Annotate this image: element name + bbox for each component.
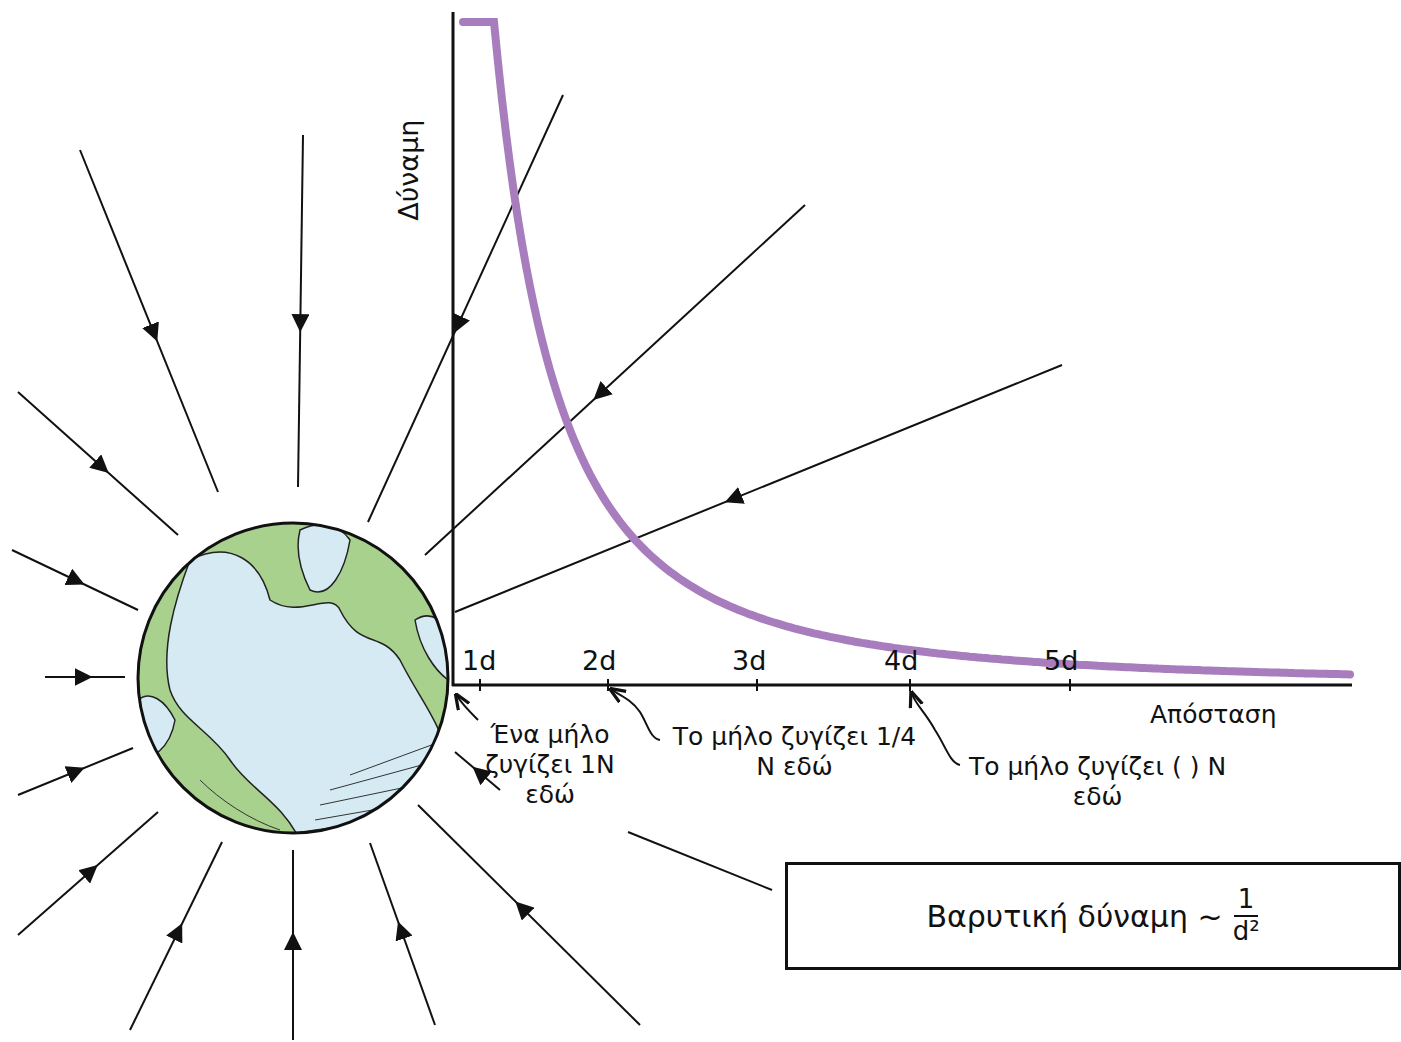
field-line (45, 676, 125, 678)
tick-label: 3d (732, 645, 766, 677)
denominator: d² (1233, 917, 1260, 947)
leader-lines (457, 690, 960, 890)
field-line (425, 205, 805, 555)
force-curve (463, 22, 1350, 674)
field-line (455, 365, 1062, 612)
field-line (12, 550, 138, 610)
numerator: 1 (1234, 885, 1259, 917)
field-line (18, 392, 178, 535)
field-arrow (87, 676, 89, 678)
fraction: 1d² (1233, 885, 1260, 947)
field-arrow (79, 768, 81, 771)
axis-label: Απόσταση (1150, 700, 1350, 730)
note: Το μήλο ζυγίζει 1/4 N εδώ (662, 722, 927, 782)
field-arrow (93, 867, 95, 868)
field-arrow (728, 499, 730, 502)
formula-box: Βαρυτική δύναμη ~ 1d² (785, 862, 1401, 970)
field-line (18, 812, 158, 935)
tick-label: 4d (884, 645, 918, 677)
note: Το μήλο ζυγίζει ( ) N εδώ (965, 752, 1230, 812)
field-arrow (455, 328, 458, 330)
axes (452, 12, 1352, 691)
field-line (370, 843, 435, 1025)
field-line (298, 135, 303, 487)
field-line (292, 850, 294, 1040)
earth (138, 523, 448, 840)
field-arrow (292, 936, 294, 938)
note: Ένα μήλο ζυγίζει 1N εδώ (480, 720, 620, 810)
field-arrow (154, 336, 157, 338)
tick-label: 2d (582, 645, 616, 677)
field-line (418, 805, 640, 1025)
field-arrow (596, 396, 597, 397)
field-arrow (79, 581, 81, 584)
field-arrow (179, 927, 182, 929)
field-arrow (105, 469, 106, 470)
tick-label: 1d (462, 645, 496, 677)
field-line (18, 748, 133, 795)
field-line (80, 150, 218, 492)
field-arrow (398, 925, 401, 927)
axis-label: Δύναμη (394, 119, 426, 220)
field-line (130, 842, 222, 1030)
tick-label: 5d (1044, 645, 1078, 677)
field-arrow (299, 327, 301, 329)
formula-text: Βαρυτική δύναμη ~ (926, 899, 1222, 934)
field-arrow (518, 904, 519, 905)
field-arrow (475, 769, 477, 770)
